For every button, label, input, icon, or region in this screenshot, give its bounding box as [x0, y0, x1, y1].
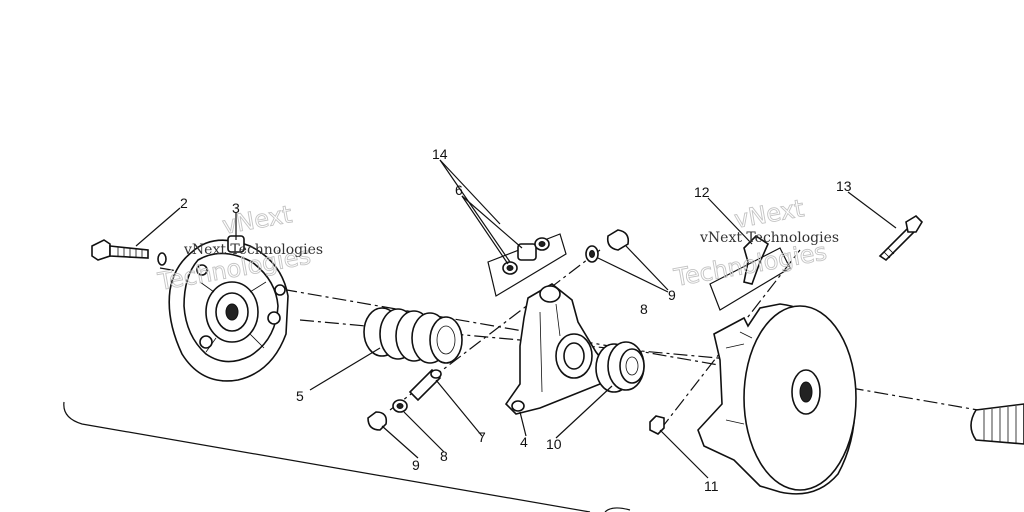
washer-upper-part-8 [585, 245, 599, 263]
callout-4: 4 [520, 434, 528, 450]
callout-8-upper: 8 [640, 301, 648, 317]
secondary-axis-line [299, 319, 741, 361]
cap-upper-part-9 [606, 229, 630, 251]
callout-13: 13 [836, 178, 852, 194]
roller-part-10 [595, 341, 645, 393]
bolt-part-13 [878, 214, 924, 262]
cap-lower-part-9 [367, 411, 388, 431]
frame-bracket [63, 401, 591, 512]
callout-3: 3 [232, 200, 240, 216]
callout-7: 7 [478, 429, 486, 445]
frame-bracket-end [604, 507, 631, 512]
watermark-right-small: vNext Technologies [699, 230, 839, 246]
weight-part-12 [709, 234, 791, 311]
callout-6: 6 [455, 182, 463, 198]
nut-part-11 [649, 415, 665, 435]
main-axis-line [159, 267, 1024, 419]
shaft [970, 403, 1024, 445]
watermark-left-small: vNext Technologies [183, 242, 323, 258]
callout-5: 5 [296, 388, 304, 404]
pin-part-7 [408, 368, 442, 402]
movable-sheave [697, 303, 857, 495]
callout-9-upper: 9 [668, 287, 676, 303]
pad-plate-part-14 [487, 233, 567, 297]
callout-8-lower: 8 [440, 448, 448, 464]
pin-axis-upper [659, 249, 801, 431]
callout-11: 11 [704, 478, 719, 494]
callout-12: 12 [694, 184, 710, 200]
callout-9-lower: 9 [412, 457, 420, 473]
spider-part-4 [504, 283, 611, 415]
cover-plate-part-3 [168, 235, 289, 382]
washer-lower-part-8 [392, 399, 408, 413]
callout-10: 10 [546, 436, 562, 452]
bolt-part-2 [91, 239, 167, 266]
leader-lines [135, 159, 897, 479]
watermark-right-large-1: vNext [732, 194, 806, 234]
callout-2: 2 [180, 195, 188, 211]
callout-14: 14 [432, 146, 448, 162]
spring-part-5 [363, 307, 463, 364]
